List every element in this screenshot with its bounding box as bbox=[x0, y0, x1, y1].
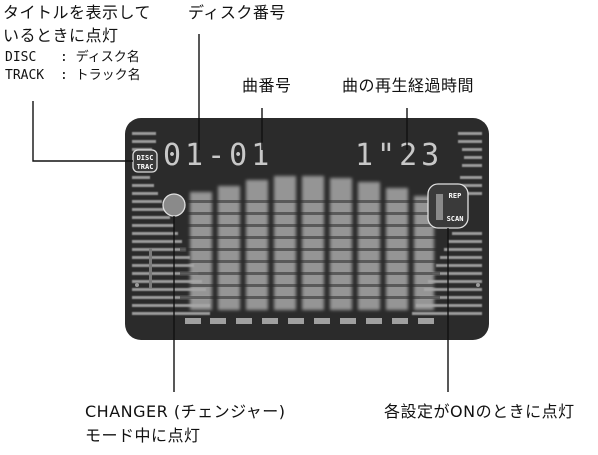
indicator-rep: REP bbox=[449, 192, 462, 200]
left-dot bbox=[135, 283, 139, 287]
label-disc-key: DISC bbox=[5, 50, 37, 65]
right-dot bbox=[476, 283, 480, 287]
label-disc-desc: : ディスク名 bbox=[60, 50, 140, 65]
label-track-desc: : トラック名 bbox=[60, 68, 141, 83]
bottom-level-bars bbox=[185, 318, 434, 324]
label-elapsed-time: 曲の再生経過時間 bbox=[342, 76, 475, 95]
left-level-bars bbox=[132, 132, 210, 315]
indicator-track: TRAC bbox=[137, 163, 154, 171]
indicator-scan: SCAN bbox=[447, 215, 464, 223]
label-changer-line1: CHANGER (チェンジャー) bbox=[85, 402, 286, 421]
label-disc-number: ディスク番号 bbox=[188, 3, 286, 22]
label-changer-line2: モード中に点灯 bbox=[85, 426, 201, 445]
right-level-bars bbox=[412, 132, 482, 315]
label-track-key: TRACK bbox=[5, 68, 45, 83]
label-title-indicator-line2: いるときに点灯 bbox=[3, 26, 119, 45]
label-settings-on: 各設定がONのときに点灯 bbox=[384, 402, 575, 421]
leader-title-indicator bbox=[32, 101, 133, 162]
indicator-disc: DISC bbox=[137, 154, 154, 162]
changer-indicator bbox=[162, 193, 186, 217]
time-readout: 1"23 bbox=[355, 138, 443, 173]
disc-track-readout: 01-01 bbox=[163, 138, 273, 173]
label-title-indicator-line1: タイトルを表示して bbox=[3, 3, 152, 22]
label-track-number: 曲番号 bbox=[242, 76, 292, 95]
spectrum-graphic bbox=[190, 176, 434, 310]
